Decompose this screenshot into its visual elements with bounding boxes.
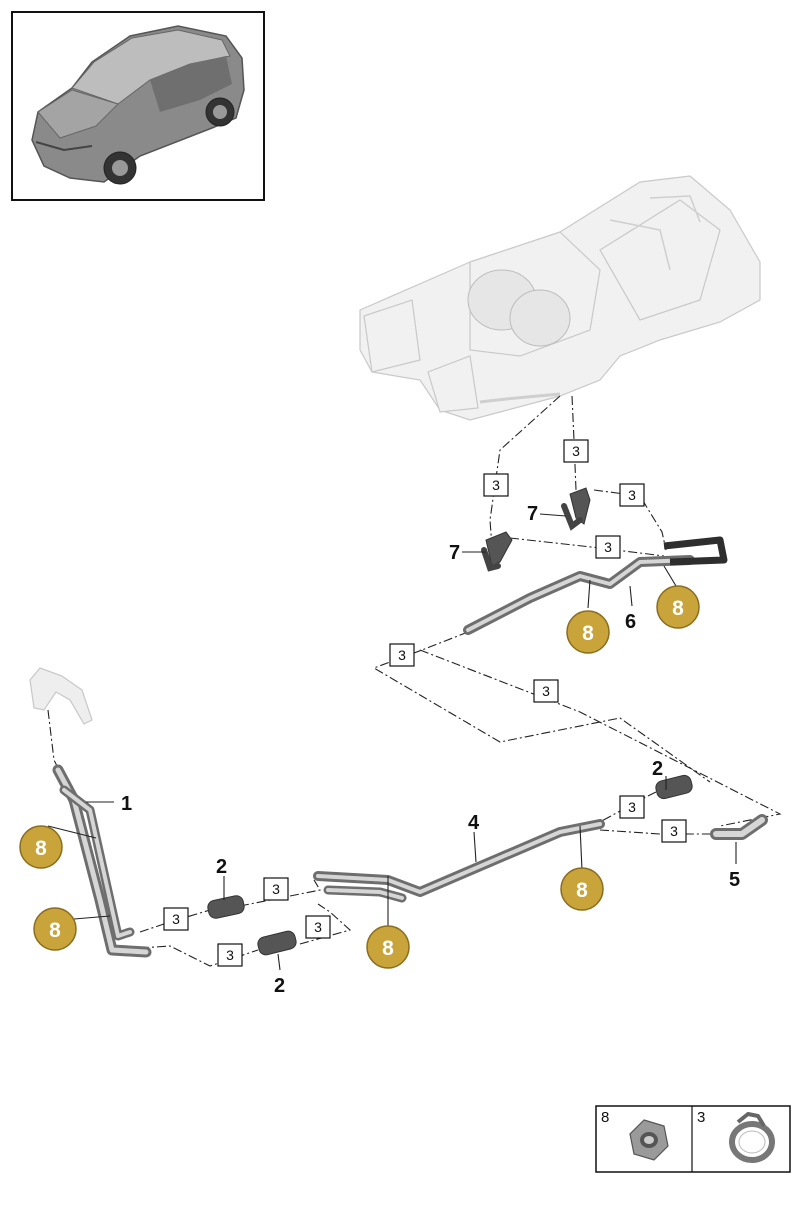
callout-2-lower: 2 — [274, 975, 285, 997]
legend-label-clamp: 3 — [697, 1109, 705, 1126]
callout-4: 4 — [468, 812, 480, 834]
badges: 8 8 8 8 8 8 — [19, 585, 700, 969]
legend: 8 3 — [595, 1105, 791, 1173]
upper-connector-ghost — [29, 667, 93, 725]
svg-text:8: 8 — [49, 919, 61, 942]
callout-2-left: 2 — [216, 856, 227, 878]
pipe-6 — [463, 536, 728, 635]
badge-8: 8 — [566, 610, 610, 654]
box-callouts: 3 3 3 3 3 3 3 3 — [163, 439, 687, 967]
box-callout: 3 — [563, 439, 589, 463]
callout-2-right: 2 — [652, 758, 663, 780]
badge-8: 8 — [560, 867, 604, 911]
svg-text:3: 3 — [172, 911, 180, 927]
hex-nut-icon — [629, 1119, 669, 1161]
svg-text:8: 8 — [382, 937, 394, 960]
hose-7-lower — [481, 531, 513, 572]
leader-lines — [47, 513, 737, 971]
hose-2-lower — [257, 930, 297, 956]
box-callout: 3 — [619, 795, 645, 819]
hose-5 — [710, 814, 768, 840]
pipe-4 — [313, 819, 605, 903]
svg-text:8: 8 — [35, 837, 47, 860]
badge-8: 8 — [366, 925, 410, 969]
vehicle-overview-icon — [31, 25, 245, 185]
badge-8: 8 — [33, 907, 77, 951]
legend-label-nut: 8 — [601, 1109, 609, 1126]
svg-text:3: 3 — [272, 881, 280, 897]
hose-clamp-icon — [729, 1112, 775, 1163]
svg-text:3: 3 — [572, 443, 580, 459]
box-callout: 3 — [217, 943, 243, 967]
vehicle-inset — [11, 11, 265, 201]
box-callout: 3 — [263, 877, 289, 901]
svg-text:3: 3 — [542, 683, 550, 699]
hose-2-right — [655, 774, 693, 800]
badge-8: 8 — [19, 825, 63, 869]
pipe-1 — [52, 764, 152, 958]
box-callout: 3 — [595, 535, 621, 559]
badge-8: 8 — [656, 585, 700, 629]
hvac-unit-ghost — [359, 175, 761, 421]
svg-text:3: 3 — [628, 799, 636, 815]
svg-text:8: 8 — [582, 622, 594, 645]
callout-6: 6 — [625, 611, 636, 633]
svg-text:8: 8 — [672, 597, 684, 620]
svg-text:3: 3 — [398, 647, 406, 663]
hose-2-left — [207, 895, 245, 919]
box-callout: 3 — [619, 483, 645, 507]
box-callout: 3 — [533, 679, 559, 703]
hose-7-upper — [561, 487, 591, 531]
callout-1: 1 — [121, 793, 132, 815]
svg-text:3: 3 — [492, 477, 500, 493]
box-callout: 3 — [661, 819, 687, 843]
box-callout: 3 — [483, 473, 509, 497]
box-callout: 3 — [163, 907, 189, 931]
svg-text:3: 3 — [604, 539, 612, 555]
svg-text:3: 3 — [226, 947, 234, 963]
callout-7-upper: 7 — [527, 503, 538, 525]
callout-5: 5 — [729, 869, 740, 891]
svg-text:3: 3 — [670, 823, 678, 839]
callout-7-lower: 7 — [449, 542, 460, 564]
box-callout: 3 — [389, 643, 415, 667]
svg-text:8: 8 — [576, 879, 588, 902]
box-callout: 3 — [305, 915, 331, 939]
connection-lines — [47, 395, 782, 967]
svg-text:3: 3 — [628, 487, 636, 503]
svg-text:3: 3 — [314, 919, 322, 935]
